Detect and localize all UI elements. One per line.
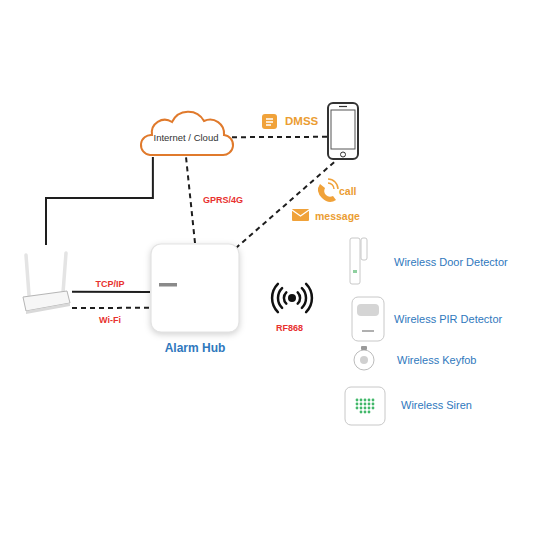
rf-dot	[288, 294, 296, 302]
envelope-flap	[292, 210, 309, 216]
cloud-shape	[141, 112, 233, 155]
edge-label: TCP/IP	[95, 279, 124, 289]
message-label: message	[315, 210, 360, 222]
app-icon	[262, 114, 277, 129]
pir-detector-lens	[357, 304, 379, 316]
phone-body	[328, 103, 358, 159]
router-node	[20, 245, 72, 317]
dashed-link	[186, 157, 195, 243]
hub-body	[151, 244, 239, 332]
device-label: Wireless Siren	[401, 399, 472, 412]
keyfob-button	[360, 356, 368, 364]
edge-label: DMSS	[285, 115, 318, 128]
brand-mark	[159, 283, 177, 287]
siren-body	[345, 387, 385, 425]
phone-speaker	[339, 106, 347, 107]
envelope-icon	[292, 209, 309, 221]
cloud-node: Internet / Cloud	[140, 113, 232, 157]
router-front	[26, 303, 70, 314]
device-label: Wireless Keyfob	[397, 354, 476, 367]
siren-grille	[356, 399, 375, 414]
dashed-link	[72, 307, 150, 309]
dashed-link	[236, 160, 337, 248]
door-detector-magnet	[361, 238, 367, 260]
keyfob-body	[354, 350, 374, 370]
door-detector-led	[353, 270, 357, 273]
wired-link	[46, 157, 153, 245]
phone-outline	[327, 102, 359, 160]
phone-screen	[331, 110, 355, 149]
alarm-hub-node: Alarm Hub	[150, 243, 240, 333]
pir-detector-body	[352, 297, 384, 341]
device-label: Wireless PIR Detector	[394, 313, 502, 326]
edge-label: call	[339, 185, 357, 197]
device-label: Wireless Door Detector	[394, 256, 508, 269]
dashed-link	[232, 136, 327, 138]
pir-detector-logo	[362, 330, 374, 332]
rf-waves	[272, 284, 312, 312]
edge-label: Wi-Fi	[99, 315, 121, 325]
router-outline	[20, 245, 72, 317]
smartphone-node	[327, 102, 359, 160]
hub-outline	[150, 243, 240, 333]
phone-button	[341, 152, 346, 157]
router-antenna	[26, 255, 29, 295]
keyfob-ring	[361, 346, 367, 350]
router-antenna	[63, 253, 66, 293]
wired-link	[72, 291, 150, 293]
door-detector-body	[350, 238, 360, 284]
node-text: Alarm Hub	[125, 342, 265, 356]
app-icon-lines	[266, 119, 273, 125]
edge-label: GPRS/4G	[203, 195, 243, 205]
node-text: Internet / Cloud	[140, 133, 232, 144]
call-waves	[328, 179, 338, 189]
rf-band-label: RF868	[276, 323, 303, 333]
